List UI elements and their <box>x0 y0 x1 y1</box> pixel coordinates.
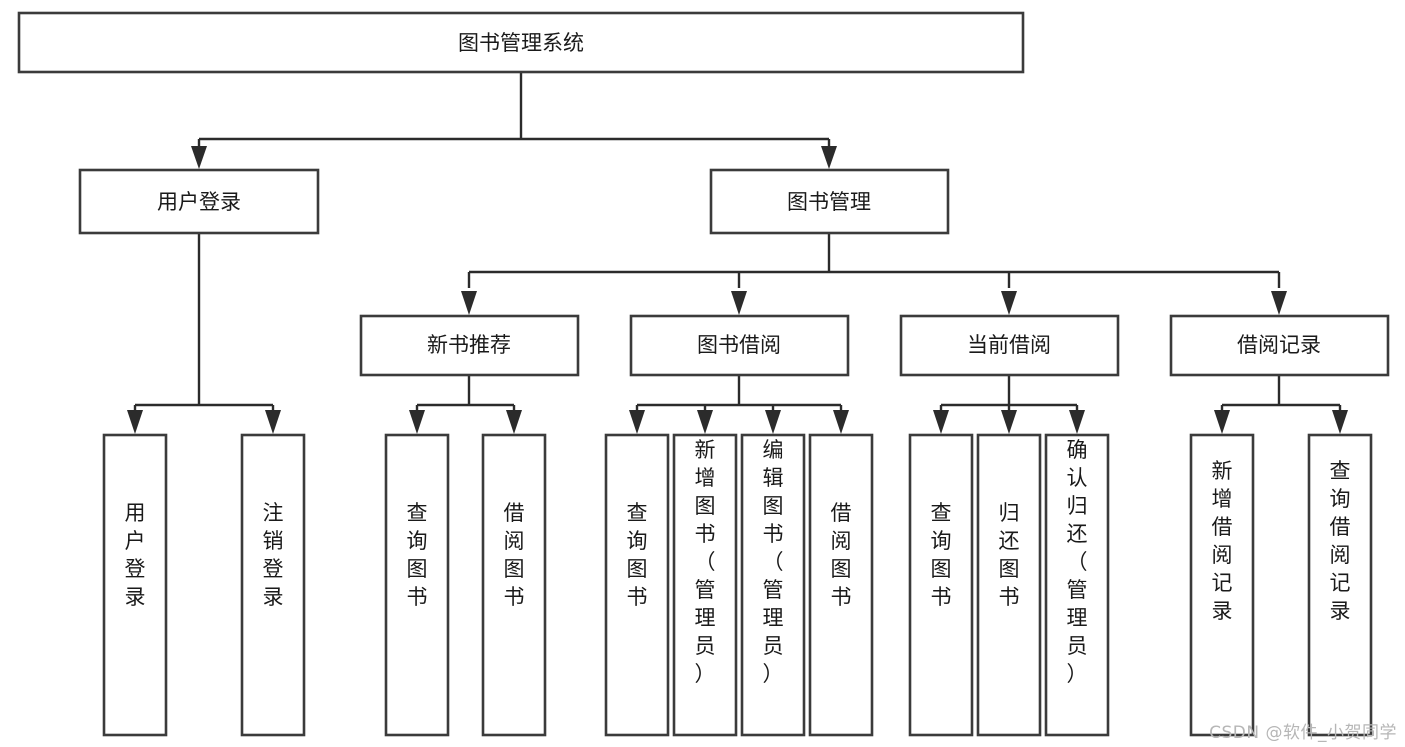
connector-group-user-login <box>127 234 281 434</box>
connector-group-root <box>191 72 837 169</box>
arrow-to-leaf-query-books-3 <box>933 410 949 434</box>
arrow-to-leaf-add-book-admin <box>697 410 713 434</box>
arrow-to-current-borrow <box>1001 291 1017 315</box>
node-current-borrow-label: 当前借阅 <box>967 333 1051 357</box>
connector-group-borrow-record <box>1214 376 1348 434</box>
arrow-to-leaf-return-books <box>1001 410 1017 434</box>
arrow-to-leaf-confirm-return-admin <box>1069 410 1085 434</box>
node-leaf-add-borrow-record[interactable]: 新增借阅记录 <box>1189 433 1255 737</box>
node-new-book-recommend[interactable]: 新书推荐 <box>359 314 580 377</box>
node-leaf-logout[interactable]: 注销登录 <box>240 433 306 737</box>
connector-group-book-management <box>461 234 1287 315</box>
arrow-to-leaf-query-borrow-record <box>1332 410 1348 434</box>
arrow-to-leaf-borrow-books-1 <box>506 410 522 434</box>
node-leaf-query-borrow-record-label: 查询借阅记录 <box>1330 459 1351 623</box>
node-leaf-logout-label: 注销登录 <box>263 501 284 609</box>
arrow-to-book-management <box>821 146 837 169</box>
node-root-label: 图书管理系统 <box>458 31 584 55</box>
node-leaf-query-books-2[interactable]: 查询图书 <box>604 433 670 737</box>
node-leaf-query-books-3[interactable]: 查询图书 <box>908 433 974 737</box>
node-current-borrow[interactable]: 当前借阅 <box>899 314 1120 377</box>
arrow-to-leaf-query-books-1 <box>409 410 425 434</box>
node-leaf-add-book-admin-label: 新增图书（管理员） <box>695 438 716 686</box>
node-leaf-query-books-1-label: 查询图书 <box>407 501 428 609</box>
node-book-borrow-label: 图书借阅 <box>697 333 781 357</box>
node-root[interactable]: 图书管理系统 <box>17 11 1025 74</box>
node-leaf-query-books-1[interactable]: 查询图书 <box>384 433 450 737</box>
csdn-watermark: CSDN @软件_小贺同学 <box>1209 723 1397 743</box>
node-new-book-recommend-label: 新书推荐 <box>427 333 511 357</box>
node-book-management-label: 图书管理 <box>787 190 871 214</box>
node-leaf-add-book-admin[interactable]: 新增图书（管理员） <box>672 433 738 737</box>
node-leaf-borrow-books-1-label: 借阅图书 <box>504 501 525 609</box>
node-leaf-borrow-books-2[interactable]: 借阅图书 <box>808 433 874 737</box>
arrow-to-user-login <box>191 146 207 169</box>
node-leaf-edit-book-admin[interactable]: 编辑图书（管理员） <box>740 433 806 737</box>
node-leaf-return-books[interactable]: 归还图书 <box>976 433 1042 737</box>
arrow-to-leaf-edit-book-admin <box>765 410 781 434</box>
arrow-to-leaf-query-books-2 <box>629 410 645 434</box>
node-book-management[interactable]: 图书管理 <box>709 168 950 235</box>
arrow-to-leaf-borrow-books-2 <box>833 410 849 434</box>
node-borrow-record[interactable]: 借阅记录 <box>1169 314 1390 377</box>
node-leaf-user-login-label: 用户登录 <box>125 501 146 609</box>
arrow-to-book-borrow <box>731 291 747 315</box>
arrow-to-borrow-record <box>1271 291 1287 315</box>
connector-group-book-borrow <box>629 376 849 434</box>
arrow-to-leaf-add-borrow-record <box>1214 410 1230 434</box>
node-leaf-query-books-2-label: 查询图书 <box>627 501 648 609</box>
node-leaf-user-login[interactable]: 用户登录 <box>102 433 168 737</box>
node-leaf-borrow-books-2-label: 借阅图书 <box>831 501 852 609</box>
node-leaf-query-books-3-label: 查询图书 <box>931 501 952 609</box>
node-user-login-label: 用户登录 <box>157 190 241 214</box>
node-leaf-query-borrow-record[interactable]: 查询借阅记录 <box>1307 433 1373 737</box>
arrow-to-leaf-logout <box>265 410 281 434</box>
node-leaf-borrow-books-1[interactable]: 借阅图书 <box>481 433 547 737</box>
node-borrow-record-label: 借阅记录 <box>1237 333 1321 357</box>
node-leaf-add-borrow-record-label: 新增借阅记录 <box>1212 459 1233 623</box>
connector-group-new-book-recommend <box>409 376 522 434</box>
arrow-to-leaf-user-login <box>127 410 143 434</box>
node-leaf-return-books-label: 归还图书 <box>999 501 1020 609</box>
connector-group-current-borrow <box>933 376 1085 434</box>
node-leaf-confirm-return-admin[interactable]: 确认归还（管理员） <box>1044 433 1110 737</box>
node-user-login[interactable]: 用户登录 <box>78 168 320 235</box>
arrow-to-new-book-recommend <box>461 291 477 315</box>
node-book-borrow[interactable]: 图书借阅 <box>629 314 850 377</box>
node-leaf-confirm-return-admin-label: 确认归还（管理员） <box>1067 438 1088 686</box>
node-leaf-edit-book-admin-label: 编辑图书（管理员） <box>763 438 784 686</box>
